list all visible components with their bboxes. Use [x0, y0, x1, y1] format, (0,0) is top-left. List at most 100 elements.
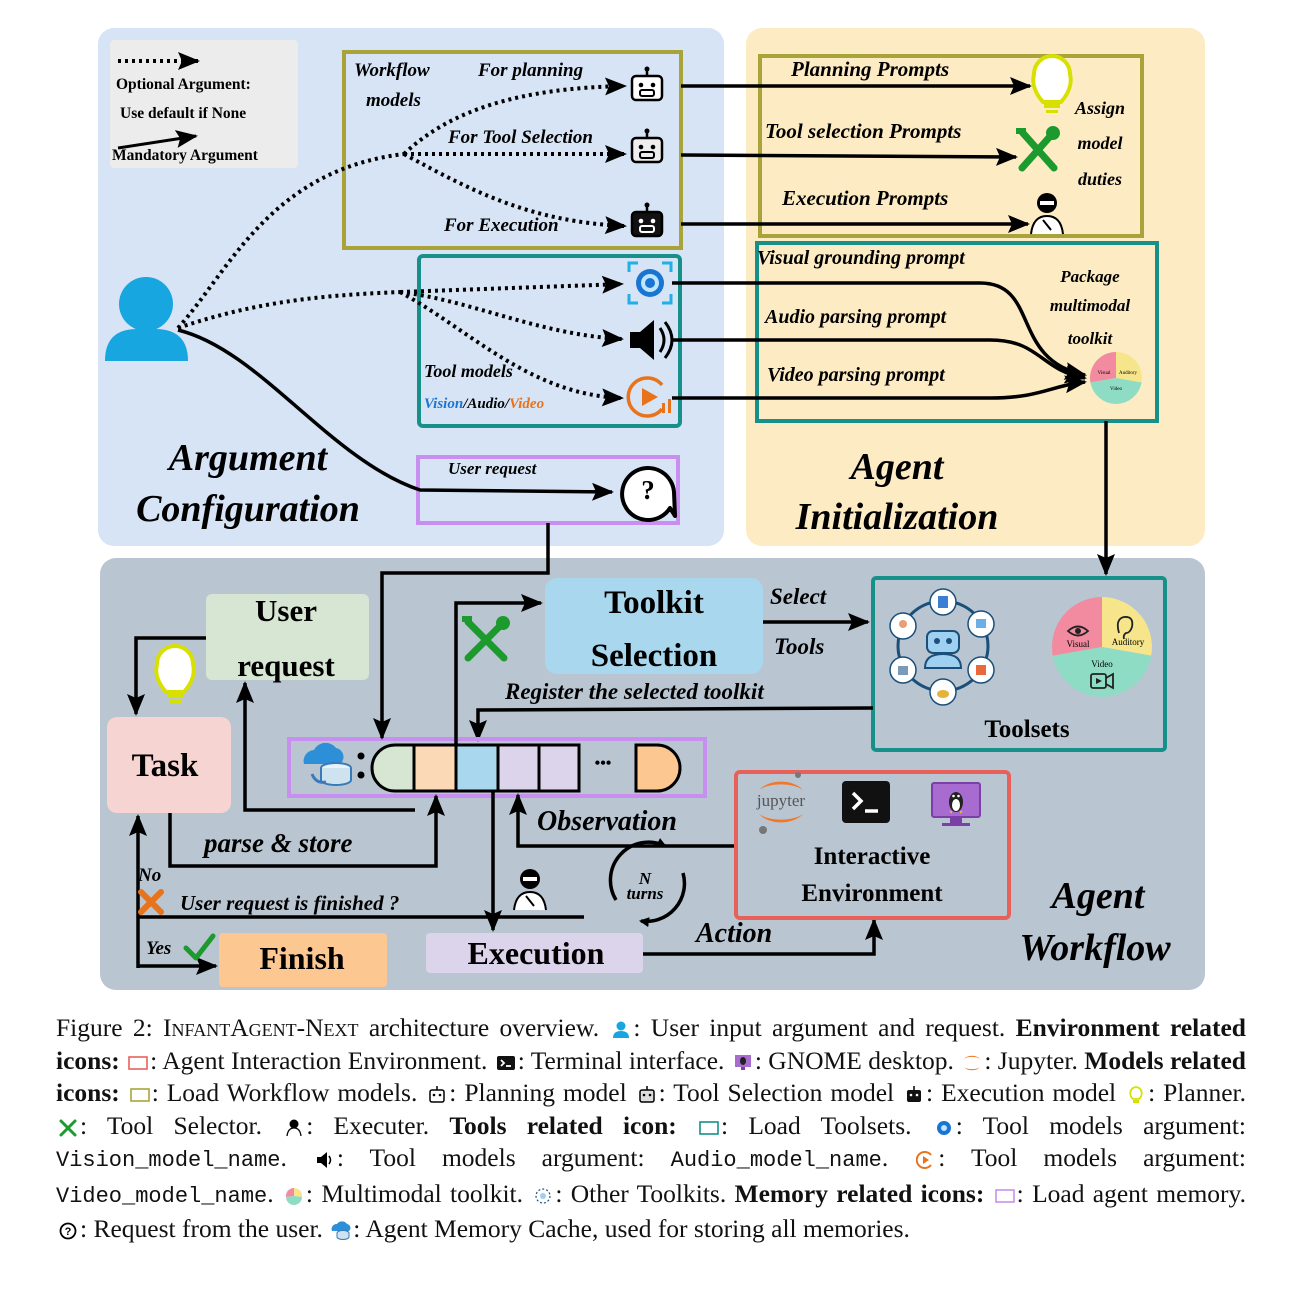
tool-models-types: Vision/Audio/Video	[424, 396, 544, 412]
caption-code: Video_model_name	[56, 1183, 268, 1209]
task-node	[107, 717, 231, 813]
agent-initialization-title-2: Initialization	[795, 496, 999, 538]
memory-cell-end	[634, 743, 682, 793]
caption-text: : Request from the user.	[80, 1214, 330, 1243]
caption-text: : Agent Memory Cache, used for storing a…	[353, 1214, 910, 1243]
svg-text:Video: Video	[1110, 387, 1122, 392]
environment-box-icon	[128, 1053, 148, 1073]
svg-text:Video: Video	[1091, 659, 1113, 669]
caption-text: : Planner.	[1148, 1078, 1246, 1107]
memory-cache-icon	[331, 1221, 351, 1241]
architecture-diagram: Optional Argument: Use default if None M…	[98, 28, 1205, 990]
planner-bulb-icon	[1126, 1085, 1146, 1105]
caption-text: : Terminal interface.	[517, 1045, 731, 1075]
multimodal-arrows	[672, 281, 1087, 400]
multimodal-toolkit-box	[755, 241, 1159, 423]
tool-models-label: Tool models	[424, 361, 513, 381]
caption-text: .	[280, 1143, 313, 1172]
interactive-environment-label-2: Environment	[801, 880, 943, 907]
toolsets-label: Toolsets	[984, 716, 1069, 743]
memory-box-icon	[994, 1186, 1015, 1206]
caption-text: : Tool Selection model	[658, 1078, 903, 1107]
multimodal-toolkit-icon	[284, 1186, 304, 1206]
planning-robot-icon	[427, 1085, 447, 1105]
caption-text: : Execution model	[926, 1078, 1125, 1107]
executer-icon	[1030, 193, 1064, 235]
terminal-icon	[496, 1053, 516, 1073]
other-toolkits-icon	[533, 1186, 553, 1206]
execution-node	[426, 933, 643, 973]
assign-label-3: duties	[1078, 169, 1122, 189]
no-label: No	[137, 865, 161, 886]
planning-prompts-label: Planning Prompts	[790, 57, 949, 81]
caption-text: : Multimodal toolkit.	[305, 1178, 532, 1208]
user-request-to-memory-arrow	[373, 523, 550, 740]
execution-prompts-label: Execution Prompts	[781, 186, 948, 210]
register-toolkit-label: Register the selected toolkit	[504, 679, 764, 704]
interactive-environment-label-1: Interactive	[814, 843, 931, 870]
package-label-3: toolkit	[1068, 329, 1114, 348]
question-bubble-icon: ?	[620, 466, 677, 523]
caption-text: : Tool models argument:	[336, 1143, 671, 1172]
vision-camera-icon	[627, 261, 673, 305]
user-request-arrow	[177, 328, 614, 501]
toolsets-multimodal-icon: Visual Auditory Video	[1052, 597, 1152, 697]
agent-initialization-panel	[746, 28, 1205, 546]
caption-system-name: InfantAgent-Next	[163, 1013, 359, 1042]
caption-text: : Tool Selector.	[80, 1110, 283, 1140]
memory-colon-bottom	[357, 771, 365, 779]
svg-text:Visual: Visual	[1098, 371, 1111, 376]
caption-figure-number: Figure 2:	[56, 1013, 164, 1042]
planner-bulb-icon	[1031, 54, 1073, 113]
caption-text: : Tool models argument:	[955, 1110, 1246, 1140]
agent-initialization-title-1: Agent	[849, 446, 945, 488]
memory-to-user-request-arrow	[236, 681, 415, 812]
figure-caption: Figure 2: InfantAgent-Next architecture …	[56, 1012, 1246, 1246]
ear-icon	[1116, 616, 1134, 640]
eye-icon	[1066, 625, 1090, 637]
caption-text: architecture overview.	[358, 1013, 610, 1042]
caption-text: : Load agent memory.	[1016, 1178, 1246, 1208]
svg-text:Auditory: Auditory	[1112, 637, 1145, 647]
argument-configuration-title-2: Configuration	[136, 488, 360, 530]
caption-heading: Tools related icon:	[449, 1110, 677, 1140]
caption-text	[120, 1078, 128, 1107]
action-arrow	[643, 918, 883, 956]
svg-text:?: ?	[641, 475, 655, 505]
jupyter-icon: jupyter	[756, 772, 805, 834]
caption-text: : Planning model	[449, 1078, 635, 1107]
finished-question-label: User request is finished ?	[180, 891, 399, 915]
workflow-box-icon	[129, 1085, 150, 1105]
action-label: Action	[694, 918, 772, 949]
user-icon	[611, 1020, 631, 1040]
tools-label: Tools	[774, 634, 824, 659]
terminal-icon	[842, 781, 890, 823]
caption-heading: Models related icons:	[56, 1045, 1246, 1108]
workflow-models-label-2: models	[366, 90, 421, 111]
legend-optional-line2: Use default if None	[120, 105, 246, 122]
n-turns-turns-label: turns	[627, 884, 664, 903]
toolkit-selection-node	[545, 578, 763, 674]
memory-cell-1	[370, 743, 416, 793]
user-request-to-task-arrow	[127, 636, 206, 716]
legend-box	[110, 40, 298, 168]
gnome-desktop-icon	[733, 1053, 753, 1073]
caption-text: : GNOME desktop.	[754, 1045, 961, 1075]
toolsets-box	[871, 576, 1167, 752]
video-camera-icon	[1090, 672, 1114, 690]
audio-parsing-label: Audio parsing prompt	[763, 306, 948, 328]
user-request-node-label-2: request	[237, 648, 335, 683]
cross-icon	[138, 889, 164, 915]
caption-code: Vision_model_name	[56, 1148, 281, 1173]
execution-robot-icon	[904, 1085, 924, 1105]
user-request-label: User request	[448, 459, 538, 478]
toolkit-selection-label-2: Selection	[591, 638, 717, 674]
assign-label-1: Assign	[1074, 98, 1125, 118]
toolkit-selection-label-1: Toolkit	[604, 585, 704, 621]
agent-workflow-title-2: Workflow	[1019, 927, 1171, 969]
interactive-environment-box	[734, 770, 1011, 920]
jupyter-icon	[962, 1053, 982, 1073]
caption-text	[120, 1046, 126, 1075]
gnome-desktop-icon	[931, 782, 981, 826]
tool-selection-robot-icon	[637, 1085, 657, 1105]
